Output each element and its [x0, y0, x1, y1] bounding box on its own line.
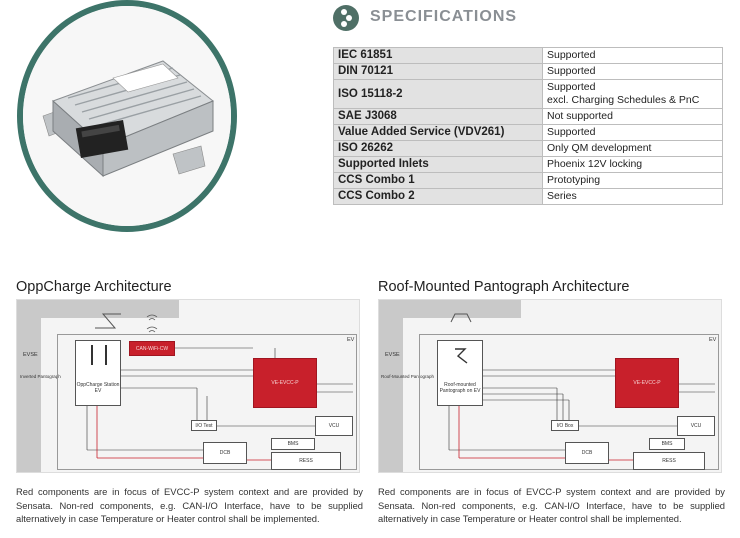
spec-key: Value Added Service (VDV261): [333, 124, 543, 141]
evse-label: EVSE: [385, 352, 400, 358]
pantograph-box: Roof-mounted Pantograph on EV: [437, 340, 483, 406]
spec-key: Supported Inlets: [333, 156, 543, 173]
spec-value: Not supported: [542, 108, 723, 125]
spec-key: CCS Combo 1: [333, 172, 543, 189]
ress-box: RESS: [633, 452, 705, 470]
oppcharge-caption: Red components are in focus of EVCC-P sy…: [16, 486, 363, 524]
bms-box: BMS: [271, 438, 315, 450]
ev-frame: [57, 334, 357, 470]
spec-value: Supported: [542, 47, 723, 64]
dcb-box: DCB: [565, 442, 609, 464]
connection-lines: [86, 347, 353, 461]
oppcharge-diagram: EVSE Inverted Pantograph EV OppCharge St…: [16, 299, 360, 473]
pantograph-label: Roof-mounted Pantograph on EV: [439, 382, 481, 394]
spec-key: DIN 70121: [333, 63, 543, 80]
evse-roof: [403, 300, 521, 318]
pantograph-icon: [95, 313, 121, 329]
roof-pantograph-title: Roof-Mounted Pantograph Architecture: [378, 279, 630, 295]
oppcharge-title: OppCharge Architecture: [16, 279, 172, 295]
evcc-p-module: VE-EVCC-P: [615, 358, 679, 408]
specifications-title: SPECIFICATIONS: [370, 8, 518, 25]
spec-key: ISO 26262: [333, 140, 543, 157]
wifi-icon: [146, 314, 158, 333]
evse-label: EVSE: [23, 352, 38, 358]
spec-value: Series: [542, 188, 723, 205]
ress-box: RESS: [271, 452, 341, 470]
vcu-box: VCU: [677, 416, 715, 436]
controller-device-illustration: [23, 6, 231, 226]
product-image: [17, 0, 237, 232]
pantograph-box: OppCharge Station EV: [75, 340, 121, 406]
specifications-icon: [333, 5, 359, 31]
spec-key: IEC 61851: [333, 47, 543, 64]
ev-label: EV: [347, 337, 355, 343]
table-row: Value Added Service (VDV261)Supported: [333, 124, 723, 141]
evse-wall: [17, 300, 41, 472]
connection-lines: [448, 369, 715, 461]
spec-value: Prototyping: [542, 172, 723, 189]
ev-label: EV: [709, 337, 717, 343]
spec-value: Supported: [542, 124, 723, 141]
evcc-p-module: VE-EVCC-P: [253, 358, 317, 408]
spec-value-line: excl. Charging Schedules & PnC: [547, 94, 700, 106]
bms-box: BMS: [649, 438, 685, 450]
evse-roof: [41, 300, 179, 318]
spec-key: SAE J3068: [333, 108, 543, 125]
spec-key: CCS Combo 2: [333, 188, 543, 205]
spec-value: Only QM development: [542, 140, 723, 157]
evse-sub-label: Inverted Pantograph: [20, 374, 61, 379]
roof-pantograph-caption: Red components are in focus of EVCC-P sy…: [378, 486, 725, 524]
evse-wall: [379, 300, 403, 472]
ev-frame: [419, 334, 719, 470]
vcu-box: VCU: [315, 416, 353, 436]
roof-pantograph-diagram: EVSE Roof-Mounted Pantograph EV Roof-mou…: [378, 299, 722, 473]
evse-sub-label: Roof-Mounted Pantograph: [381, 374, 435, 379]
dcb-box: DCB: [203, 442, 247, 464]
spec-value-line: Supported: [547, 81, 596, 93]
pantograph-label: OppCharge Station EV: [76, 382, 120, 394]
can-wifi-module: CAN-WiFi-CW: [129, 341, 175, 356]
io-box: I/O Test: [191, 420, 217, 431]
pantograph-arm-icon: [455, 348, 468, 364]
spec-value: Phoenix 12V locking: [542, 156, 723, 173]
pantograph-icon: [450, 313, 472, 323]
spec-key: ISO 15118-2: [333, 79, 543, 109]
io-box: I/O Box: [551, 420, 579, 431]
spec-value: Supported: [542, 63, 723, 80]
